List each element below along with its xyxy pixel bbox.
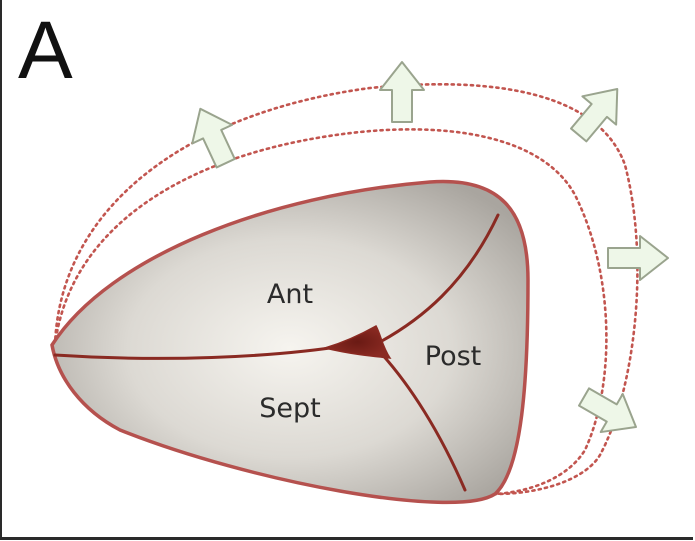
outward-arrow-icon [570, 88, 619, 143]
outward-arrow-icon [578, 387, 637, 434]
posterior-leaflet-label: Post [425, 341, 482, 372]
dilated-outline-inner [53, 128, 608, 496]
outward-arrow-icon [379, 61, 425, 123]
panel-letter: A [18, 5, 73, 96]
coaptation-line-septal-posterior [378, 350, 467, 492]
septal-leaflet-label: Sept [259, 393, 320, 424]
coaptation-hub [322, 324, 392, 359]
coaptation-line-anterior-posterior [378, 213, 500, 344]
anterior-leaflet-label: Ant [267, 279, 313, 310]
valve-annulus [50, 179, 530, 505]
outward-arrow-icon [191, 107, 236, 169]
outward-arrow-icon [607, 235, 669, 281]
coaptation-line-septal-anterior [53, 343, 352, 360]
